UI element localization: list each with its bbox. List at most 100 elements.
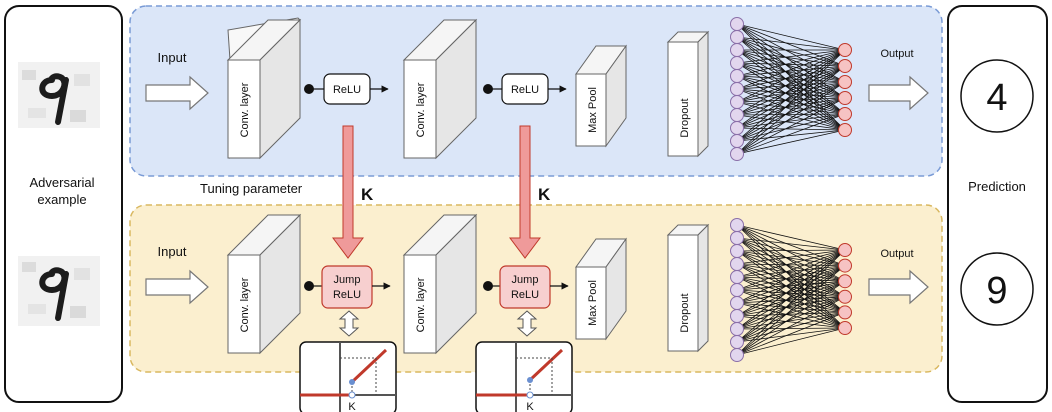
jumprelu1-label-line2: ReLU — [333, 289, 361, 301]
top-net-input-neuron-10 — [730, 134, 744, 148]
bottom-net-connection — [736, 280, 846, 317]
top-net-connection — [736, 65, 846, 142]
adversarial-digit-image-top — [18, 62, 100, 128]
jumprelu2-box — [499, 265, 551, 309]
dropout-label-bottom: Dropout — [679, 293, 691, 332]
jumprelu2-label-line2: ReLU — [511, 289, 539, 301]
prediction-label: Prediction — [968, 179, 1026, 194]
bottom-net-output-neuron-2 — [838, 258, 852, 273]
output-label-bottom: Output — [880, 248, 913, 260]
bottom-net-input-neuron-9 — [730, 322, 744, 336]
conv-layer-block-1-bottom — [226, 213, 302, 355]
max-pool-label-bottom: Max Pool — [587, 280, 599, 326]
bottom-net-input-neuron-10 — [730, 335, 744, 349]
bottom-net-connection — [736, 296, 846, 356]
prediction-circle-bottom — [960, 252, 1034, 326]
tuning-parameter-label: Tuning parameter — [200, 181, 303, 196]
jumprelu1-label-line1: Jump — [334, 274, 361, 286]
top-net-connection — [736, 97, 846, 129]
bottom-net-connection — [736, 312, 846, 356]
top-net-connection — [736, 129, 846, 155]
top-net-connection — [736, 81, 846, 129]
top-net-connection — [736, 81, 846, 155]
bottom-net-connection — [736, 265, 846, 343]
max-pool-block-top — [575, 44, 627, 148]
top-net-connection — [736, 36, 846, 51]
tuning-arrow-2 — [509, 125, 541, 259]
inset-k-label-2: K — [526, 401, 534, 412]
bottom-net-connection — [736, 327, 846, 356]
tuning-k-label-2: K — [538, 185, 551, 204]
top-net-output-neuron-3 — [838, 75, 852, 89]
top-net-connection — [736, 49, 846, 155]
bottom-net-connection — [736, 249, 846, 343]
top-net-input-neuron-5 — [730, 69, 744, 83]
top-net-input-neuron-8 — [730, 108, 744, 122]
bottom-net-connection — [736, 289, 846, 298]
top-net-connection — [736, 81, 846, 142]
bottom-net-connection — [736, 289, 846, 329]
top-net-connection — [736, 49, 846, 129]
bottom-net-input-neuron-3 — [730, 244, 744, 258]
bottom-net-connection — [736, 280, 846, 304]
fully-connected-network-top — [730, 17, 852, 161]
bottom-net-connection — [736, 265, 846, 330]
bottom-net-output-neuron-1 — [838, 243, 852, 257]
bottom-net-output-neuron-6 — [838, 321, 852, 335]
top-net-input-neuron-9 — [730, 121, 744, 135]
conv1-label-bottom: Conv. layer — [239, 277, 251, 332]
conv-layer-block-2-bottom — [402, 213, 478, 355]
bottom-net-connection — [736, 296, 846, 343]
output-label-top: Output — [880, 48, 913, 60]
updown-arrow-2 — [516, 310, 538, 337]
bottom-net-connection — [736, 265, 846, 317]
top-net-input-neuron-3 — [730, 43, 744, 57]
bottom-net-input-neuron-6 — [730, 283, 744, 297]
prediction-value-bottom: 9 — [986, 270, 1007, 312]
inset-k-label-1: K — [348, 401, 356, 412]
bottom-net-output-neuron-4 — [838, 289, 852, 304]
bottom-net-connection — [736, 265, 846, 304]
conv1-label-top: Conv. layer — [239, 82, 251, 137]
bottom-net-connection — [736, 249, 846, 304]
bottom-net-input-neuron-1 — [730, 218, 744, 232]
top-net-connection — [736, 97, 846, 142]
top-net-connection — [736, 113, 846, 155]
top-net-connection — [736, 23, 846, 51]
top-net-output-neuron-5 — [838, 107, 852, 121]
top-net-input-neuron-6 — [730, 82, 744, 96]
top-net-connection — [736, 49, 846, 103]
max-pool-label-top: Max Pool — [587, 87, 599, 133]
bottom-net-connection — [736, 249, 846, 291]
top-net-output-neuron-1 — [838, 43, 852, 57]
bottom-net-connection — [736, 237, 846, 251]
dropout-block-top — [666, 30, 710, 158]
top-net-connection — [736, 65, 846, 103]
dropout-label-top: Dropout — [679, 98, 691, 137]
top-net-connection — [736, 81, 846, 90]
top-net-connection — [736, 88, 846, 99]
tuning-k-label-1: K — [361, 185, 374, 204]
top-net-input-neuron-2 — [730, 30, 744, 44]
top-net-connection — [736, 81, 846, 103]
adversarial-label-line2: example — [37, 192, 86, 207]
dropout-block-bottom — [666, 223, 710, 353]
bottom-net-connection — [736, 296, 846, 330]
conv2-label-bottom: Conv. layer — [415, 277, 427, 332]
bottom-net-connection — [736, 296, 846, 317]
bottom-net-connection — [736, 249, 846, 330]
fully-connected-network-bottom — [730, 218, 852, 362]
relu1-label-top: ReLU — [333, 84, 361, 96]
top-net-input-neuron-4 — [730, 56, 744, 70]
bottom-net-input-neuron-2 — [730, 231, 744, 245]
top-net-input-neuron-1 — [730, 17, 744, 31]
top-net-connection — [736, 65, 846, 129]
jump-relu-inset-plot-2 — [475, 341, 573, 412]
relu2-label-top: ReLU — [511, 84, 539, 96]
top-net-output-neuron-4 — [838, 91, 852, 105]
bottom-net-connection — [736, 249, 846, 356]
jump-relu-inset-plot-1 — [299, 341, 397, 412]
bottom-net-connection — [736, 249, 846, 278]
jumprelu2-label-line1: Jump — [512, 274, 539, 286]
output-arrow-top — [868, 75, 929, 111]
